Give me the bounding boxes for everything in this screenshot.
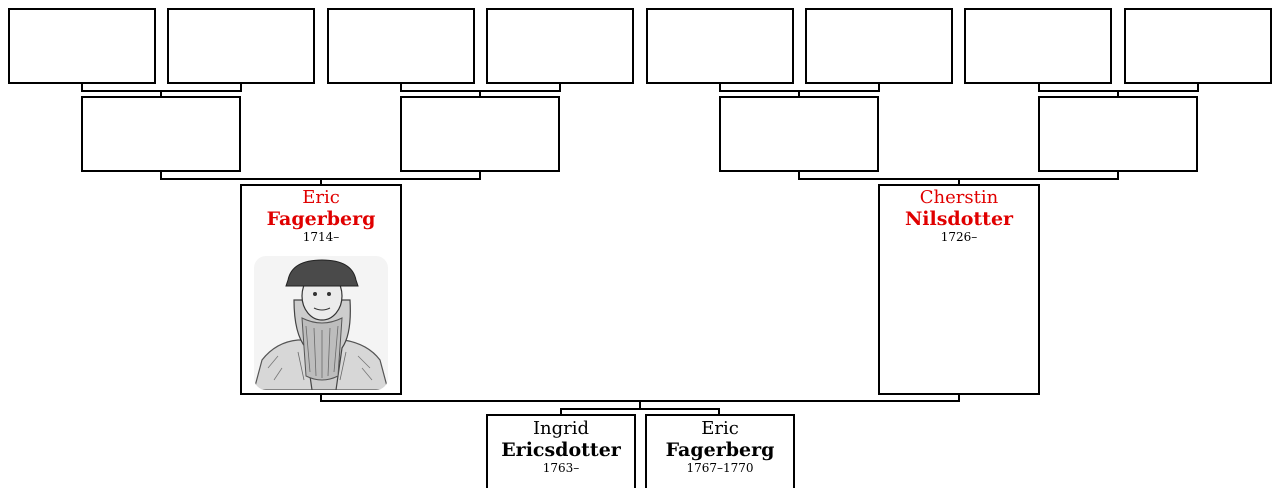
connector-line [320, 178, 322, 186]
connector-line [160, 90, 162, 96]
ancestor-box-empty[interactable] [486, 8, 634, 84]
mother-box[interactable]: Cherstin Nilsdotter 1726– [878, 184, 1040, 395]
connector-line [878, 84, 880, 92]
mother-years: 1726– [940, 230, 978, 244]
connector-line [719, 84, 721, 92]
connector-line [240, 84, 242, 92]
connector-line [400, 84, 402, 92]
ancestor-box-empty[interactable] [81, 96, 241, 172]
mother-surname[interactable]: Nilsdotter [904, 208, 1014, 230]
father-surname[interactable]: Fagerberg [266, 208, 376, 230]
connector-line [1197, 84, 1199, 92]
connector-line [718, 408, 720, 416]
child-years: 1763– [542, 461, 580, 475]
child-box[interactable]: Eric Fagerberg 1767–1770 [645, 414, 795, 488]
connector-line [1038, 84, 1040, 92]
connector-line [798, 90, 800, 96]
child-surname[interactable]: Ericsdotter [501, 439, 621, 461]
ancestor-box-empty[interactable] [400, 96, 560, 172]
father-given-name[interactable]: Eric [302, 187, 340, 208]
ancestor-box-empty[interactable] [327, 8, 475, 84]
ancestor-box-empty[interactable] [8, 8, 156, 84]
connector-line [958, 394, 960, 402]
ancestor-box-empty[interactable] [646, 8, 794, 84]
child-surname[interactable]: Fagerberg [665, 439, 775, 461]
ancestor-box-empty[interactable] [964, 8, 1112, 84]
portrait-photo[interactable] [254, 256, 388, 390]
child-box[interactable]: Ingrid Ericsdotter 1763– [486, 414, 636, 488]
child-given-name[interactable]: Eric [701, 418, 739, 439]
connector-line [479, 172, 481, 180]
connector-line [559, 84, 561, 92]
connector-line [160, 172, 162, 180]
connector-line [798, 172, 800, 180]
ancestor-box-empty[interactable] [805, 8, 953, 84]
connector-line [560, 408, 720, 410]
connector-line [1117, 172, 1119, 180]
father-box[interactable]: Eric Fagerberg 1714– [240, 184, 402, 395]
child-years: 1767–1770 [686, 461, 754, 475]
connector-line [479, 90, 481, 96]
connector-line [560, 408, 562, 416]
connector-line [320, 394, 322, 402]
ancestor-box-empty[interactable] [167, 8, 315, 84]
ancestor-box-empty[interactable] [719, 96, 879, 172]
ancestor-box-empty[interactable] [1124, 8, 1272, 84]
mother-given-name[interactable]: Cherstin [919, 187, 999, 208]
child-given-name[interactable]: Ingrid [532, 418, 590, 439]
ancestor-box-empty[interactable] [1038, 96, 1198, 172]
father-years: 1714– [302, 230, 340, 244]
connector-line [639, 400, 641, 408]
connector-line [1117, 90, 1119, 96]
connector-line [81, 84, 83, 92]
connector-line [958, 178, 960, 186]
